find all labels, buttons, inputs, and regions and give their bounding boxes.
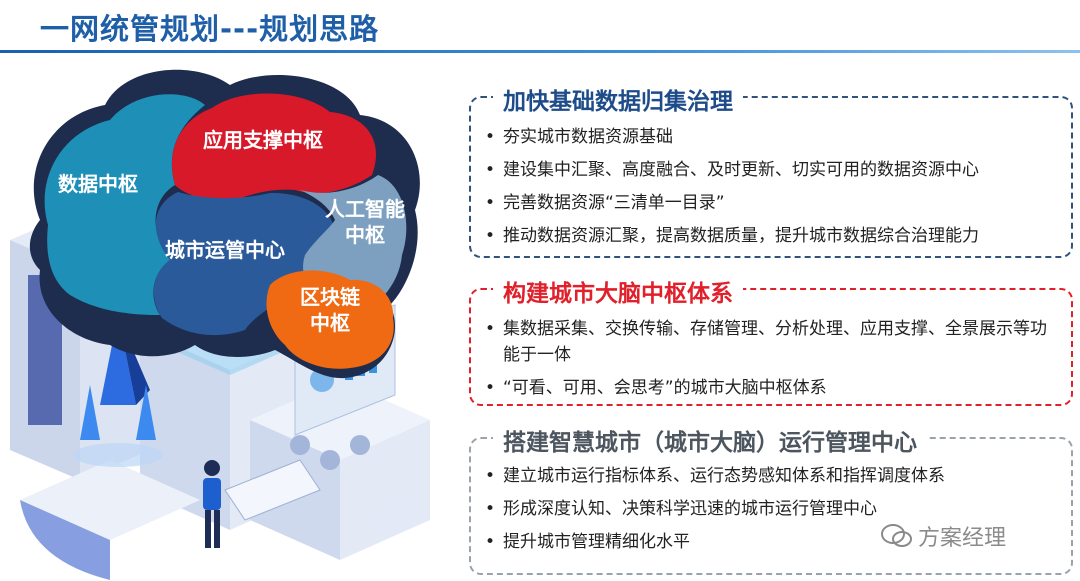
panel-brain-hub-system: 构建城市大脑中枢体系 •集数据采集、交换传输、存储管理、分析处理、应用支撑、全景… (469, 274, 1073, 408)
person-figure (203, 459, 321, 548)
wechat-icon (881, 524, 912, 547)
brain-label-data-center: 数据中枢 (58, 172, 138, 196)
bullet-icon: • (485, 466, 496, 486)
panel-operation-center: 搭建智慧城市（城市大脑）运行管理中心 •建立城市运行指标体系、运行态势感知体系和… (469, 423, 1073, 575)
list-item: •建设集中汇聚、高度融合、及时更新、切实可用的数据资源中心 (485, 157, 1059, 183)
brain-label-ai-line2: 中枢 (345, 223, 385, 247)
bullet-icon: • (485, 193, 496, 213)
brain-label-blockchain-line1: 区块链 (300, 285, 360, 309)
brain-label-blockchain-line2: 中枢 (310, 311, 350, 335)
list-item: •推动数据资源汇聚，提高数据质量，提升城市数据综合治理能力 (485, 223, 1059, 249)
list-item: •形成深度认知、决策科学迅速的城市运行管理中心 (485, 496, 1059, 522)
crystal-graphic (73, 315, 163, 467)
city-brain-illustration: 数据中枢 应用支撑中枢 人工智能 中枢 城市运管中心 区块链 中枢 (0, 60, 470, 581)
list-item: •完善数据资源“三清单一目录” (485, 190, 1059, 216)
list-item: •建立城市运行指标体系、运行态势感知体系和指挥调度体系 (485, 463, 1059, 489)
panel-heading: 加快基础数据归集治理 (493, 82, 743, 116)
bullet-icon: • (485, 499, 496, 519)
panel-items: •集数据采集、交换传输、存储管理、分析处理、应用支撑、全景展示等功能于一体 •“… (485, 316, 1059, 408)
title-divider (0, 50, 1080, 53)
brain-label-city-ops: 城市运管中心 (165, 238, 285, 262)
list-item: •提升城市管理精细化水平 (485, 529, 1059, 555)
bullet-icon: • (485, 532, 496, 552)
bullet-icon: • (485, 127, 496, 147)
watermark-text: 方案经理 (918, 526, 1007, 551)
bullet-icon: • (485, 319, 496, 339)
panel-heading: 搭建智慧城市（城市大脑）运行管理中心 (493, 423, 927, 457)
page-title: 一网统管规划---规划思路 (40, 12, 380, 46)
bullet-icon: • (485, 160, 496, 180)
bullet-icon: • (485, 226, 496, 246)
bullet-icon: • (485, 378, 496, 398)
panel-data-governance: 加快基础数据归集治理 •夯实城市数据资源基础 •建设集中汇聚、高度融合、及时更新… (469, 82, 1073, 258)
isometric-city-graphic (10, 69, 430, 580)
panel-heading: 构建城市大脑中枢体系 (493, 274, 743, 308)
list-item: •夯实城市数据资源基础 (485, 124, 1059, 150)
brain-graphic (29, 69, 420, 379)
brain-label-ai-line1: 人工智能 (325, 197, 405, 221)
brain-label-app-support: 应用支撑中枢 (203, 128, 323, 152)
panel-items: •夯实城市数据资源基础 •建设集中汇聚、高度融合、及时更新、切实可用的数据资源中… (485, 124, 1059, 256)
panel-items: •建立城市运行指标体系、运行态势感知体系和指挥调度体系 •形成深度认知、决策科学… (485, 463, 1059, 562)
list-item: •集数据采集、交换传输、存储管理、分析处理、应用支撑、全景展示等功能于一体 (485, 316, 1059, 368)
list-item: •“可看、可用、会思考”的城市大脑中枢体系 (485, 375, 1059, 401)
